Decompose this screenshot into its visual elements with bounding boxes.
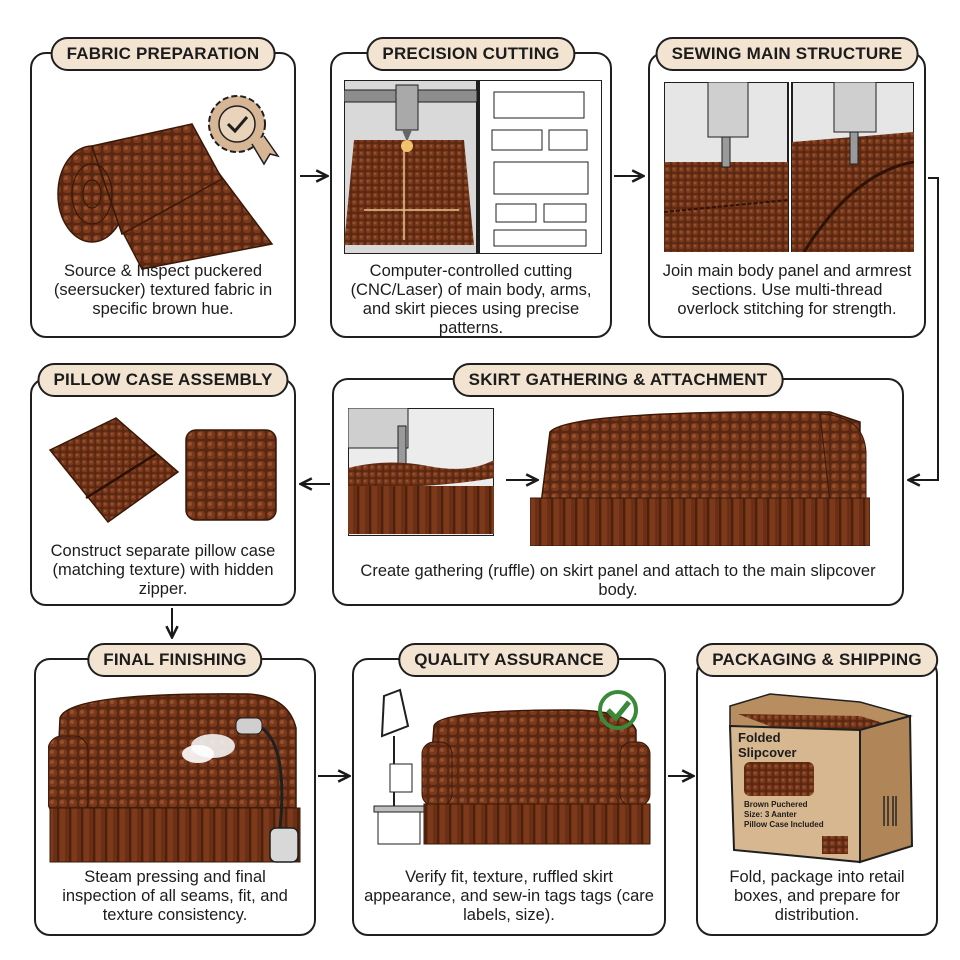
arrow-right-icon xyxy=(506,472,540,488)
step-pillow-case-assembly: PILLOW CASE ASSEMBLY Construct separate … xyxy=(30,363,296,606)
step-caption: Steam pressing and final inspection of a… xyxy=(62,868,288,924)
step-caption: Create gathering (ruffle) on skirt panel… xyxy=(360,562,876,599)
cnc-cutting-illustration xyxy=(344,80,602,254)
step-final-finishing: FINAL FINISHING Steam pressing and final… xyxy=(34,643,316,936)
slipcover-skirt-illustration xyxy=(530,411,870,546)
steamer-sofa-illustration xyxy=(48,693,301,863)
step-quality-assurance: QUALITY ASSURANCE Verify fit, texture, r… xyxy=(352,643,666,936)
box-label-line2: Size: 3 Aanter xyxy=(744,810,797,819)
step-precision-cutting: PRECISION CUTTING Computer-controlled cu… xyxy=(330,37,612,338)
box-label-line1: Brown Puchered xyxy=(744,800,808,809)
step-caption: Fold, package into retail boxes, and pre… xyxy=(729,868,905,924)
step-caption: Computer-controlled cutting (CNC/Laser) … xyxy=(350,262,592,337)
step-skirt-gathering: SKIRT GATHERING & ATTACHMENT Create gath… xyxy=(332,363,904,606)
box-label-line3: Pillow Case Included xyxy=(744,820,824,829)
box-label-heading: Folded Slipcover xyxy=(738,730,797,760)
step-title: QUALITY ASSURANCE xyxy=(398,643,620,677)
step-caption: Join main body panel and armrest section… xyxy=(662,262,912,318)
step-title: FINAL FINISHING xyxy=(87,643,263,677)
step-title: SKIRT GATHERING & ATTACHMENT xyxy=(452,363,784,397)
check-circle-icon xyxy=(598,690,638,730)
box-illustration xyxy=(728,693,914,864)
pillow-illustration xyxy=(48,417,277,524)
step-packaging-shipping: PACKAGING & SHIPPING Folded Slipcover Br… xyxy=(696,643,938,936)
step-caption: Verify fit, texture, ruffled skirt appea… xyxy=(364,868,654,924)
fabric-roll-illustration xyxy=(57,95,280,270)
arrow-down-icon xyxy=(910,177,939,480)
skirt-gathering-illustration xyxy=(348,408,494,536)
step-title: SEWING MAIN STRUCTURE xyxy=(655,37,919,71)
badge-check-icon xyxy=(208,95,280,166)
sewing-machine-illustration xyxy=(664,82,914,252)
step-title: PRECISION CUTTING xyxy=(366,37,576,71)
step-title: PACKAGING & SHIPPING xyxy=(696,643,938,677)
step-fabric-preparation: FABRIC PREPARATION Source & Inspect puck… xyxy=(30,37,296,338)
qa-sofa-illustration xyxy=(373,688,651,845)
step-sewing-main-structure: SEWING MAIN STRUCTURE Join main body pan… xyxy=(648,37,926,338)
step-title: PILLOW CASE ASSEMBLY xyxy=(37,363,289,397)
step-title: FABRIC PREPARATION xyxy=(50,37,276,71)
step-caption: Source & Inspect puckered (seersucker) t… xyxy=(53,262,273,318)
step-caption: Construct separate pillow case (matching… xyxy=(50,542,276,598)
